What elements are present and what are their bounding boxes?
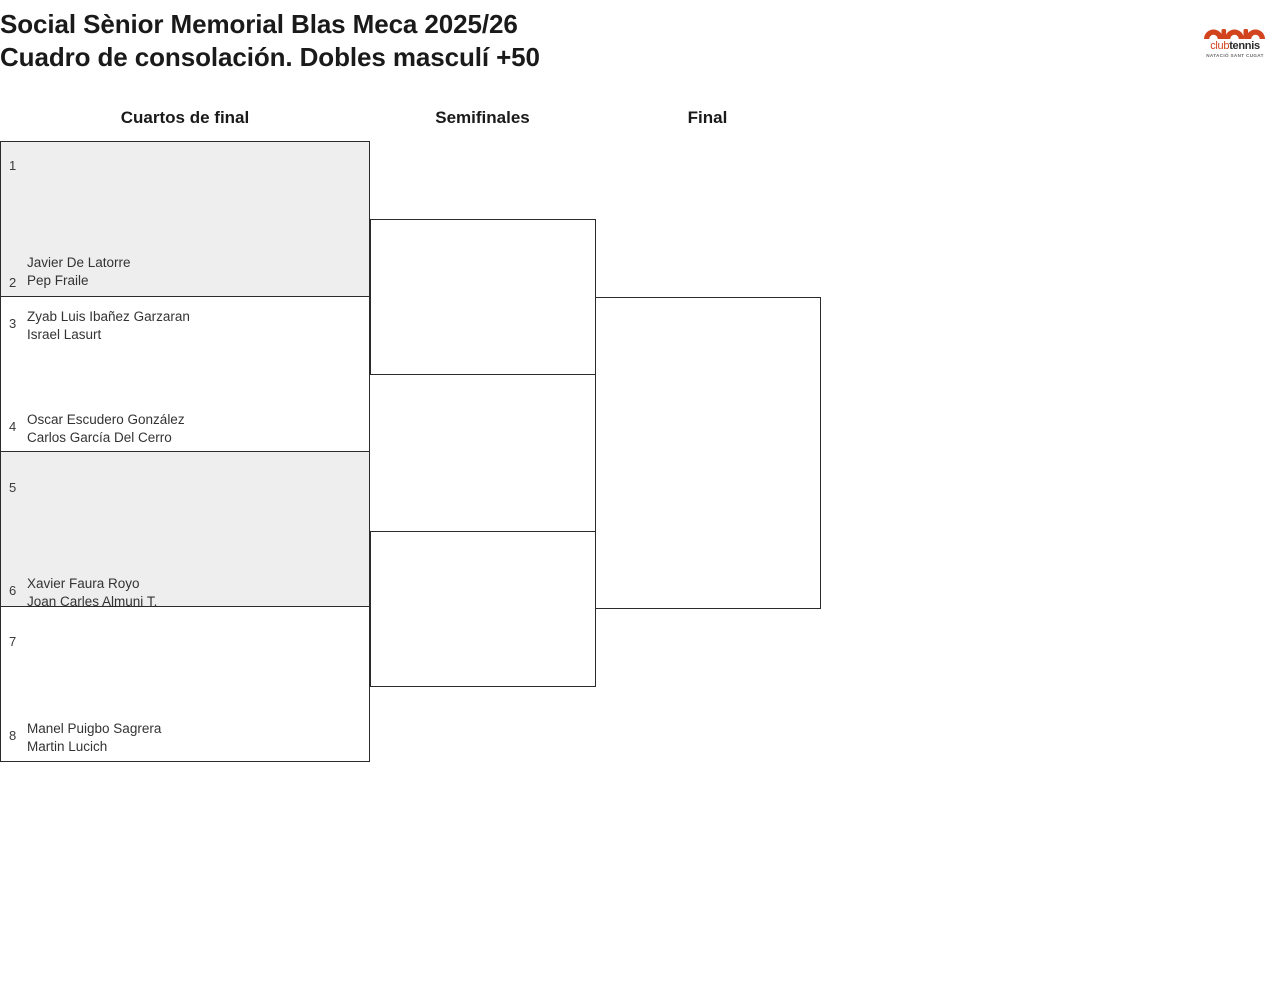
logo-word-club: club [1210, 40, 1230, 52]
club-logo: clubtennis NATACIÓ SANT CUGAT [1202, 20, 1268, 62]
final-match[interactable] [595, 297, 821, 609]
player-name: Xavier Faura Royo [27, 576, 140, 591]
title-line-1: Social Sènior Memorial Blas Meca 2025/26 [0, 9, 518, 39]
logo-word-tennis: tennis [1229, 40, 1260, 52]
qf-team-slot-3: Zyab Luis Ibañez Garzaran Israel Lasurt [27, 308, 363, 344]
round-header-quarterfinals: Cuartos de final [120, 108, 250, 127]
page-title: Social Sènior Memorial Blas Meca 2025/26… [0, 8, 1100, 74]
qf-match-1[interactable]: 1 2 Javier De Latorre Pep Fraile [0, 141, 370, 297]
player-name: Joan Carles Almuni T. [27, 594, 158, 609]
semifinal-match-1[interactable] [370, 219, 596, 375]
seed-number: 1 [9, 158, 17, 173]
player-name: Zyab Luis Ibañez Garzaran [27, 309, 190, 324]
player-name: Israel Lasurt [27, 327, 102, 342]
qf-team-slot-2: Javier De Latorre Pep Fraile [27, 254, 363, 290]
qf-match-2[interactable]: 3 Zyab Luis Ibañez Garzaran Israel Lasur… [0, 296, 370, 452]
seed-number: 7 [9, 634, 17, 649]
qf-team-slot-6: Xavier Faura Royo Joan Carles Almuni T. [27, 575, 363, 611]
player-name: Pep Fraile [27, 273, 89, 288]
seed-number: 3 [9, 316, 17, 331]
title-line-2: Cuadro de consolación. Dobles masculí +5… [0, 42, 540, 72]
semifinal-match-2[interactable] [370, 531, 596, 687]
logo-arches-icon [1204, 29, 1265, 39]
seed-number: 6 [9, 583, 17, 598]
qf-match-4[interactable]: 7 8 Manel Puigbo Sagrera Martin Lucich [0, 606, 370, 762]
logo-subtitle: NATACIÓ SANT CUGAT [1206, 53, 1264, 58]
player-name: Carlos García Del Cerro [27, 430, 172, 445]
logo-wordmark: clubtennis [1210, 40, 1260, 52]
seed-number: 2 [9, 275, 17, 290]
seed-number: 8 [9, 728, 17, 743]
seed-number: 4 [9, 419, 17, 434]
player-name: Manel Puigbo Sagrera [27, 721, 162, 736]
qf-team-slot-4: Oscar Escudero González Carlos García De… [27, 411, 363, 447]
round-header-semifinals: Semifinales [435, 108, 530, 127]
bracket-grid: 1 2 Javier De Latorre Pep Fraile 3 Zyab … [0, 141, 840, 766]
qf-match-3[interactable]: 5 6 Xavier Faura Royo Joan Carles Almuni… [0, 451, 370, 609]
player-name: Javier De Latorre [27, 255, 131, 270]
qf-team-slot-8: Manel Puigbo Sagrera Martin Lucich [27, 720, 363, 756]
player-name: Oscar Escudero González [27, 412, 185, 427]
player-name: Martin Lucich [27, 739, 108, 754]
round-header-final: Final [687, 108, 728, 127]
seed-number: 5 [9, 480, 17, 495]
